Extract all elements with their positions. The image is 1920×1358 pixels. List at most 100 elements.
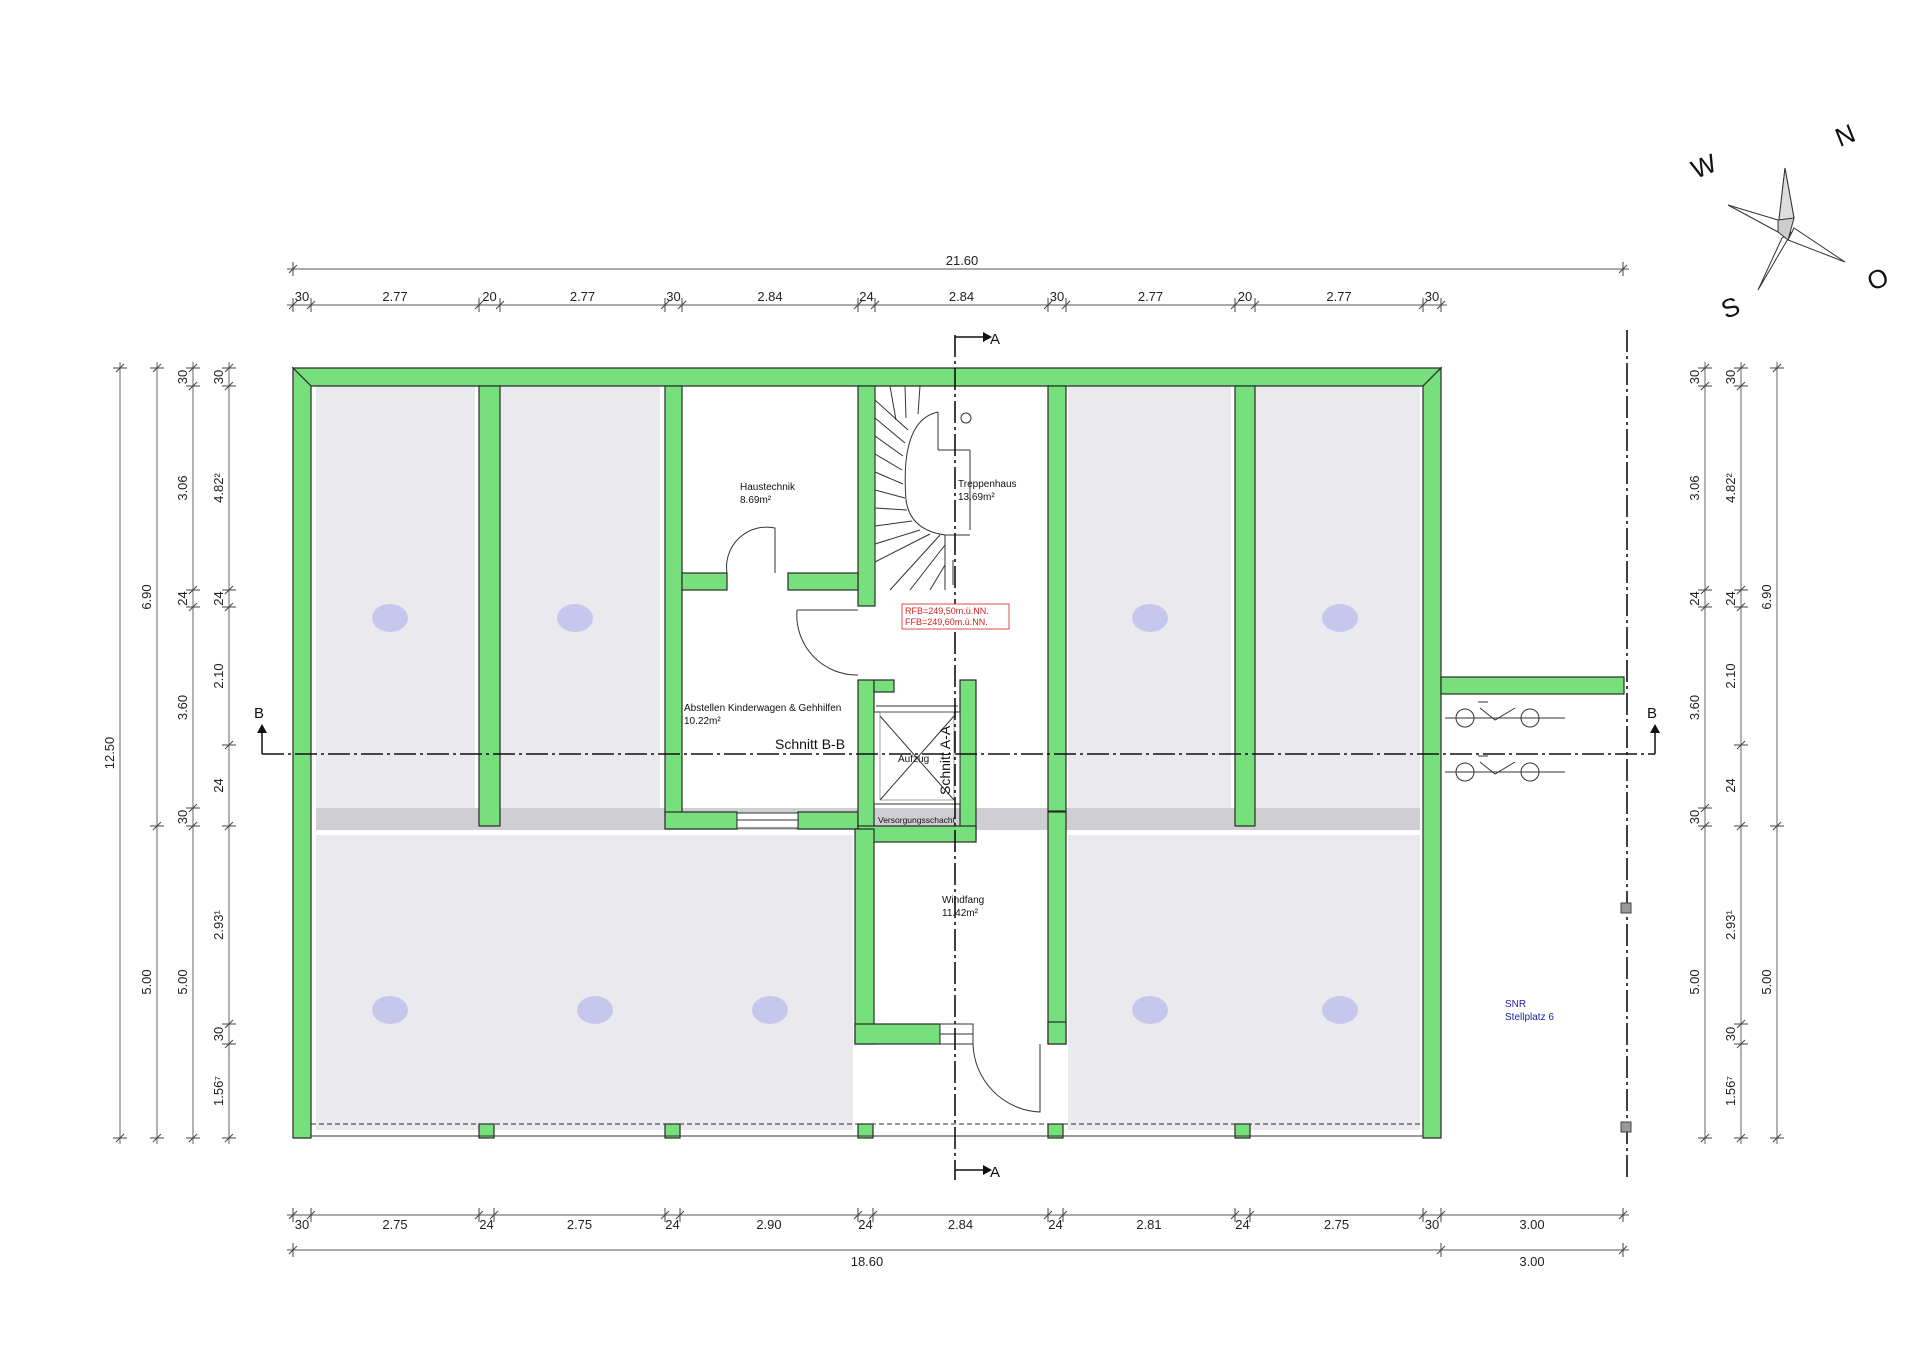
dimension-lines: 21.60 30 2.77 20 2.77 30 2.84 24 2.84 30 2.77 20 2.7… xyxy=(102,253,1784,1269)
dim-label: 24 xyxy=(175,591,190,605)
wall-windfang-left xyxy=(854,828,875,1045)
dim-label: 2.84 xyxy=(949,289,974,304)
room-name-versorgung: Versorgungsschacht xyxy=(878,815,956,825)
dim-label: 24 xyxy=(1723,778,1738,792)
dim-label: 2.75 xyxy=(382,1217,407,1232)
section-label-b-left: B xyxy=(254,705,264,722)
dim-label: 30 xyxy=(295,289,309,304)
parking-label-stellplatz: Stellplatz 6 xyxy=(1505,1012,1554,1023)
wall-aufzug-right xyxy=(959,679,977,841)
section-marker-b-right: B xyxy=(1647,705,1660,754)
wall-abstellen-bottom-a xyxy=(664,811,738,830)
compass-w: W xyxy=(1687,148,1721,185)
dim-label: 3.06 xyxy=(1687,475,1702,500)
wall-top xyxy=(291,367,1443,387)
room-area-abstellen: 10.22m² xyxy=(684,716,721,727)
dim-label: 2.81 xyxy=(1136,1217,1161,1232)
dim-label: 30 xyxy=(211,1027,226,1041)
dim-label: 1.56⁷ xyxy=(1723,1076,1738,1106)
dim-label: 24 xyxy=(211,591,226,605)
wall-divider-1 xyxy=(478,385,501,827)
wall-windfang-right xyxy=(1047,811,1067,1045)
section-title-bb: Schnitt B-B xyxy=(775,736,845,752)
window-abstellen xyxy=(736,812,799,829)
pillar-1 xyxy=(478,1123,495,1139)
dim-label: 2.77 xyxy=(570,289,595,304)
dim-label: 20 xyxy=(1238,289,1252,304)
dim-label: 2.77 xyxy=(1326,289,1351,304)
dim-label: 24 xyxy=(859,289,873,304)
dim-label: 1.56⁷ xyxy=(211,1076,226,1106)
room-name-aufzug: Aufzug xyxy=(898,754,929,765)
dim-label: 30 xyxy=(175,810,190,824)
compass-o: O xyxy=(1863,261,1893,296)
section-marker-a-top: A xyxy=(955,331,1000,348)
section-label-a-top: A xyxy=(990,331,1000,348)
dim-label: 30 xyxy=(175,370,190,384)
dim-label: 2.77 xyxy=(1138,289,1163,304)
dim-label: 2.77 xyxy=(382,289,407,304)
dim-label: 30 xyxy=(1425,289,1439,304)
post-marker-2 xyxy=(1620,1121,1632,1133)
room-area-treppenhaus: 13.69m² xyxy=(958,492,995,503)
staircase xyxy=(874,385,972,591)
compass-rose-icon: N O S W xyxy=(1687,118,1893,325)
wall-schacht-bottom xyxy=(857,825,977,843)
wall-divider-4 xyxy=(1234,385,1256,827)
wall-haustechnik-bottom-b xyxy=(787,572,859,591)
wall-left xyxy=(292,366,312,1139)
level-ffb: FFB=249,60m.ü.NN. xyxy=(905,617,988,627)
dim-label: 6.90 xyxy=(1759,584,1774,609)
dim-label: 30 xyxy=(1723,370,1738,384)
level-box: RFB=249,50m.ü.NN. FFB=249,60m.ü.NN. xyxy=(901,603,1010,630)
dim-label: 5.00 xyxy=(139,969,154,994)
room-name-treppenhaus: Treppenhaus xyxy=(958,479,1017,490)
dim-label: 2.75 xyxy=(567,1217,592,1232)
dim-label: 24 xyxy=(665,1217,679,1232)
dim-label: 2.84 xyxy=(948,1217,973,1232)
door-windfang xyxy=(972,1043,1041,1113)
compass-n: N xyxy=(1831,118,1860,153)
wall-haustechnik-left xyxy=(664,385,683,817)
dim-label: 2.93¹ xyxy=(211,910,226,940)
wall-corridor-right xyxy=(1047,385,1067,812)
dim-label: 5.00 xyxy=(175,969,190,994)
post-marker-1 xyxy=(1620,902,1632,914)
wall-windfang-bottom-a xyxy=(854,1023,941,1045)
room-area-haustechnik: 8.69m² xyxy=(740,495,772,506)
wall-abstellen-bottom-b xyxy=(797,811,859,830)
wall-haustechnik-right xyxy=(857,385,876,607)
parking-label-snr: SNR xyxy=(1505,999,1526,1010)
dim-label: 2.93¹ xyxy=(1723,910,1738,940)
dim-label: 21.60 xyxy=(946,253,979,268)
room-name-windfang: Windfang xyxy=(942,895,984,906)
wall-windfang-corner xyxy=(1047,1021,1067,1045)
section-marker-b-left: B xyxy=(254,705,267,754)
dim-label: 3.60 xyxy=(1687,695,1702,720)
level-rfb: RFB=249,50m.ü.NN. xyxy=(905,606,989,616)
dim-label: 24 xyxy=(1723,591,1738,605)
dim-label: 3.06 xyxy=(175,475,190,500)
room-area-windfang: 11.42m² xyxy=(942,908,979,919)
dim-label: 24 xyxy=(479,1217,493,1232)
dim-label: 30 xyxy=(666,289,680,304)
dim-label: 20 xyxy=(482,289,496,304)
walls xyxy=(291,366,1625,1139)
dim-label: 2.10 xyxy=(1723,663,1738,688)
dim-label: 30 xyxy=(1687,810,1702,824)
dim-label: 24 xyxy=(1048,1217,1062,1232)
dim-label: 4.82² xyxy=(1723,473,1738,503)
dim-label: 30 xyxy=(1723,1027,1738,1041)
dim-label: 5.00 xyxy=(1759,969,1774,994)
dim-label: 3.00 xyxy=(1519,1254,1544,1269)
section-marker-a-bottom: A xyxy=(955,1164,1000,1181)
dim-label: 2.84 xyxy=(757,289,782,304)
dim-label: 30 xyxy=(211,370,226,384)
dim-label: 30 xyxy=(295,1217,309,1232)
dim-label: 6.90 xyxy=(139,584,154,609)
dim-label: 18.60 xyxy=(851,1254,884,1269)
section-label-a-bottom: A xyxy=(990,1164,1000,1181)
dim-label: 24 xyxy=(1687,591,1702,605)
dim-label: 3.00 xyxy=(1519,1217,1544,1232)
dim-label: 2.90 xyxy=(756,1217,781,1232)
